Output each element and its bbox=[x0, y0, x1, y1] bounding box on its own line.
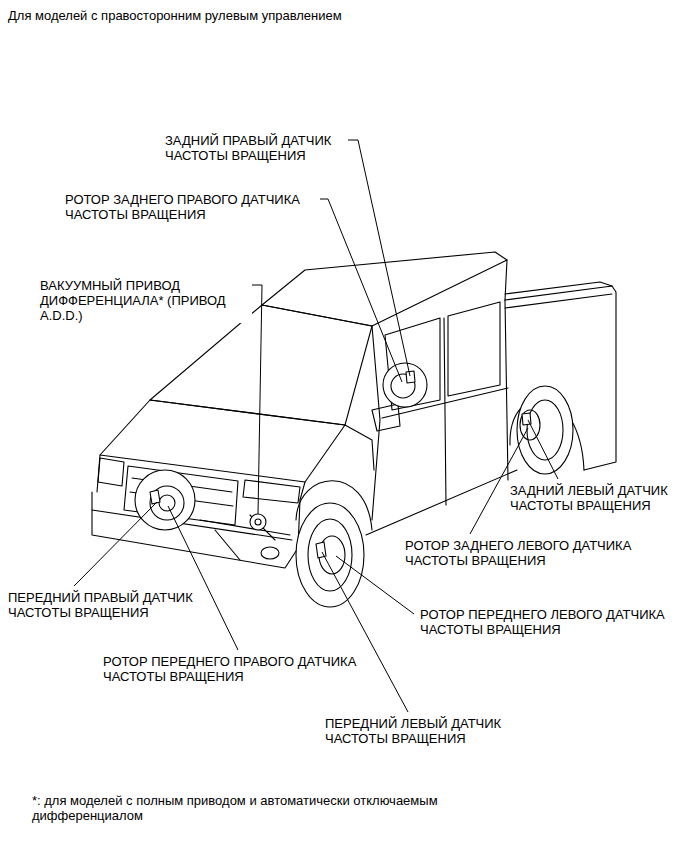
leader-line bbox=[336, 556, 414, 614]
rocker bbox=[366, 470, 517, 535]
wheel-rim bbox=[527, 400, 563, 460]
headlight bbox=[243, 480, 300, 503]
bed-top bbox=[505, 282, 612, 294]
sensor-rotor bbox=[150, 486, 184, 520]
leader-line bbox=[528, 420, 558, 479]
front-face bbox=[97, 455, 305, 500]
hood bbox=[100, 400, 345, 482]
leader-line bbox=[348, 140, 410, 376]
part-label: РОТОР ПЕРЕДНЕГО ПРАВОГО ДАТЧИКА ЧАСТОТЫ … bbox=[103, 654, 375, 684]
add-actuator bbox=[250, 514, 266, 530]
bumper bbox=[92, 492, 300, 568]
fender bbox=[345, 425, 374, 470]
leader-line bbox=[470, 428, 528, 534]
roof-edge bbox=[262, 260, 507, 326]
title: Для моделей с правосторонним рулевым упр… bbox=[8, 8, 342, 23]
front-left-wheel bbox=[296, 503, 364, 607]
speed-sensor bbox=[150, 490, 160, 504]
part-label: ПЕРЕДНИЙ ЛЕВЫЙ ДАТЧИК ЧАСТОТЫ ВРАЩЕНИЯ bbox=[325, 716, 517, 746]
part-label: РОТОР ПЕРЕДНЕГО ЛЕВОГО ДАТЧИКА ЧАСТОТЫ В… bbox=[420, 607, 684, 637]
part-label: РОТОР ЗАДНЕГО ПРАВОГО ДАТЧИКА ЧАСТОТЫ ВР… bbox=[65, 192, 320, 222]
leader-line bbox=[74, 502, 157, 586]
hub bbox=[159, 495, 175, 511]
bed-rail bbox=[505, 294, 612, 308]
leader-line bbox=[318, 199, 402, 382]
leader-line bbox=[322, 552, 408, 712]
bumper-line bbox=[92, 510, 292, 540]
door-line bbox=[444, 318, 446, 505]
cutaway-wheel bbox=[135, 470, 195, 530]
wheel-rim bbox=[308, 519, 352, 591]
part-label: ВАКУУМНЫЙ ПРИВОД ДИФФЕРЕНЦИАЛА* (ПРИВОД … bbox=[40, 278, 252, 323]
mirror bbox=[372, 404, 400, 431]
speed-sensor bbox=[406, 371, 415, 383]
part-label: ЗАДНИЙ ЛЕВЫЙ ДАТЧИК ЧАСТОТЫ ВРАЩЕНИЯ bbox=[510, 483, 675, 513]
front-axle bbox=[200, 515, 290, 560]
rear-left-wheel bbox=[517, 386, 573, 474]
add-actuator-port bbox=[255, 519, 261, 525]
headlight bbox=[98, 458, 124, 486]
footnote: *: для моделей с полным приводом и автом… bbox=[32, 793, 472, 823]
a-pillar bbox=[372, 326, 380, 520]
fog-lamp bbox=[261, 547, 279, 559]
rear-door-window bbox=[448, 302, 500, 396]
part-label: ЗАДНИЙ ПРАВЫЙ ДАТЧИК ЧАСТОТЫ ВРАЩЕНИЯ bbox=[165, 133, 345, 163]
leader-line bbox=[168, 506, 238, 650]
part-label: РОТОР ЗАДНЕГО ЛЕВОГО ДАТЧИКА ЧАСТОТЫ ВРА… bbox=[405, 538, 655, 568]
cab-back bbox=[505, 300, 508, 480]
part-label: ПЕРЕДНИЙ ПРАВЫЙ ДАТЧИК ЧАСТОТЫ ВРАЩЕНИЯ bbox=[8, 590, 208, 620]
cutaway-wheel bbox=[383, 363, 427, 407]
